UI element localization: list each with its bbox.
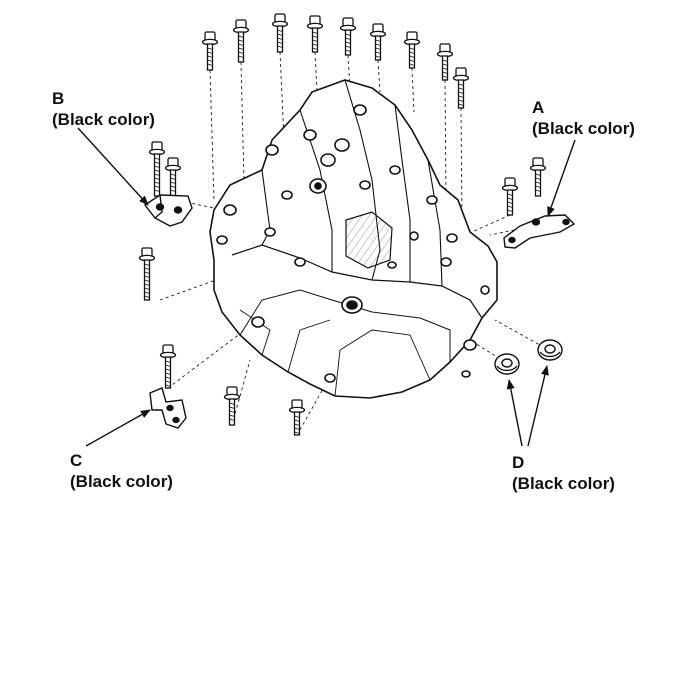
bolt-icon [306, 15, 324, 53]
bolts-group [138, 13, 547, 436]
bolt-icon [501, 177, 519, 216]
leader-arrow-d-left [506, 379, 523, 447]
bracket-icon [149, 387, 187, 429]
callout-d-letter: D [512, 453, 525, 472]
bolt-icon [288, 399, 306, 436]
callout-b-letter: B [52, 89, 65, 108]
bolt-icon [369, 23, 387, 61]
bolt-icon [159, 344, 177, 389]
callout-c: C (Black color) [70, 450, 173, 492]
callout-b-note: (Black color) [52, 110, 155, 129]
bolt-icon [529, 157, 547, 197]
leader-arrow-b [77, 127, 149, 206]
bolt-icon [232, 19, 250, 63]
callout-a-note: (Black color) [532, 119, 635, 138]
bolt-icon [403, 31, 421, 69]
bolt-icon [148, 141, 166, 197]
leader-arrow-d-right [527, 365, 549, 447]
leader-arrow-c [85, 409, 151, 447]
washer-icon [537, 339, 563, 361]
bolt-icon [436, 43, 454, 81]
callout-c-letter: C [70, 451, 83, 470]
bolt-icon [164, 157, 182, 197]
callout-d-note: (Black color) [512, 474, 615, 493]
bracket-icon [503, 214, 576, 249]
callout-a-letter: A [532, 98, 545, 117]
bolt-icon [339, 17, 357, 56]
callout-d: D (Black color) [512, 452, 615, 494]
bolt-icon [452, 67, 470, 109]
callout-a: A (Black color) [532, 97, 635, 139]
leader-arrow-a [547, 139, 576, 217]
bolt-icon [138, 247, 156, 301]
bracket-icon [143, 194, 193, 227]
washer-icon [494, 353, 520, 375]
callout-c-note: (Black color) [70, 472, 173, 491]
bolt-icon [201, 31, 219, 71]
callout-b: B (Black color) [52, 88, 155, 130]
leader-arrows [77, 127, 576, 447]
transmission-housing-icon [209, 79, 498, 399]
bolt-icon [223, 386, 241, 426]
bolt-icon [271, 13, 289, 53]
